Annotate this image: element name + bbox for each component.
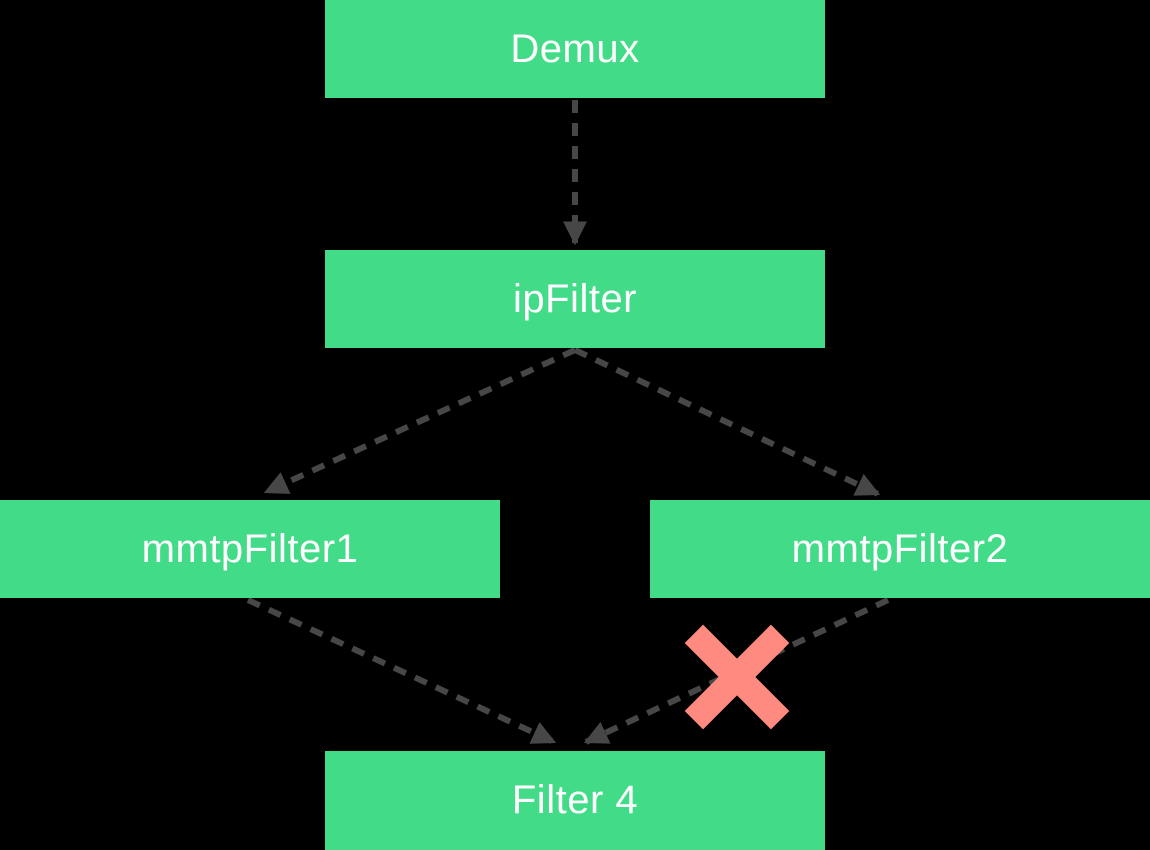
edge-ipfilter-mmtpfilter1 bbox=[263, 347, 577, 495]
node-mmtpfilter1-label: mmtpFilter1 bbox=[141, 526, 359, 571]
node-demux: Demux bbox=[325, 0, 825, 98]
node-filter4-label: Filter 4 bbox=[511, 778, 639, 822]
edge-mmtpfilter1-filter4 bbox=[246, 597, 557, 745]
edge-ipfilter-mmtpfilter2 bbox=[573, 347, 881, 497]
blocked-x-icon bbox=[684, 624, 790, 730]
node-mmtpfilter2-label: mmtpFilter2 bbox=[791, 526, 1009, 571]
node-demux-label: Demux bbox=[510, 26, 640, 71]
node-mmtpfilter2: mmtpFilter2 bbox=[650, 500, 1150, 598]
node-mmtpfilter1: mmtpFilter1 bbox=[0, 500, 500, 598]
node-ipfilter: ipFilter bbox=[325, 250, 825, 348]
node-filter4: Filter 4 bbox=[325, 751, 825, 850]
node-ipfilter-label: ipFilter bbox=[512, 276, 638, 321]
